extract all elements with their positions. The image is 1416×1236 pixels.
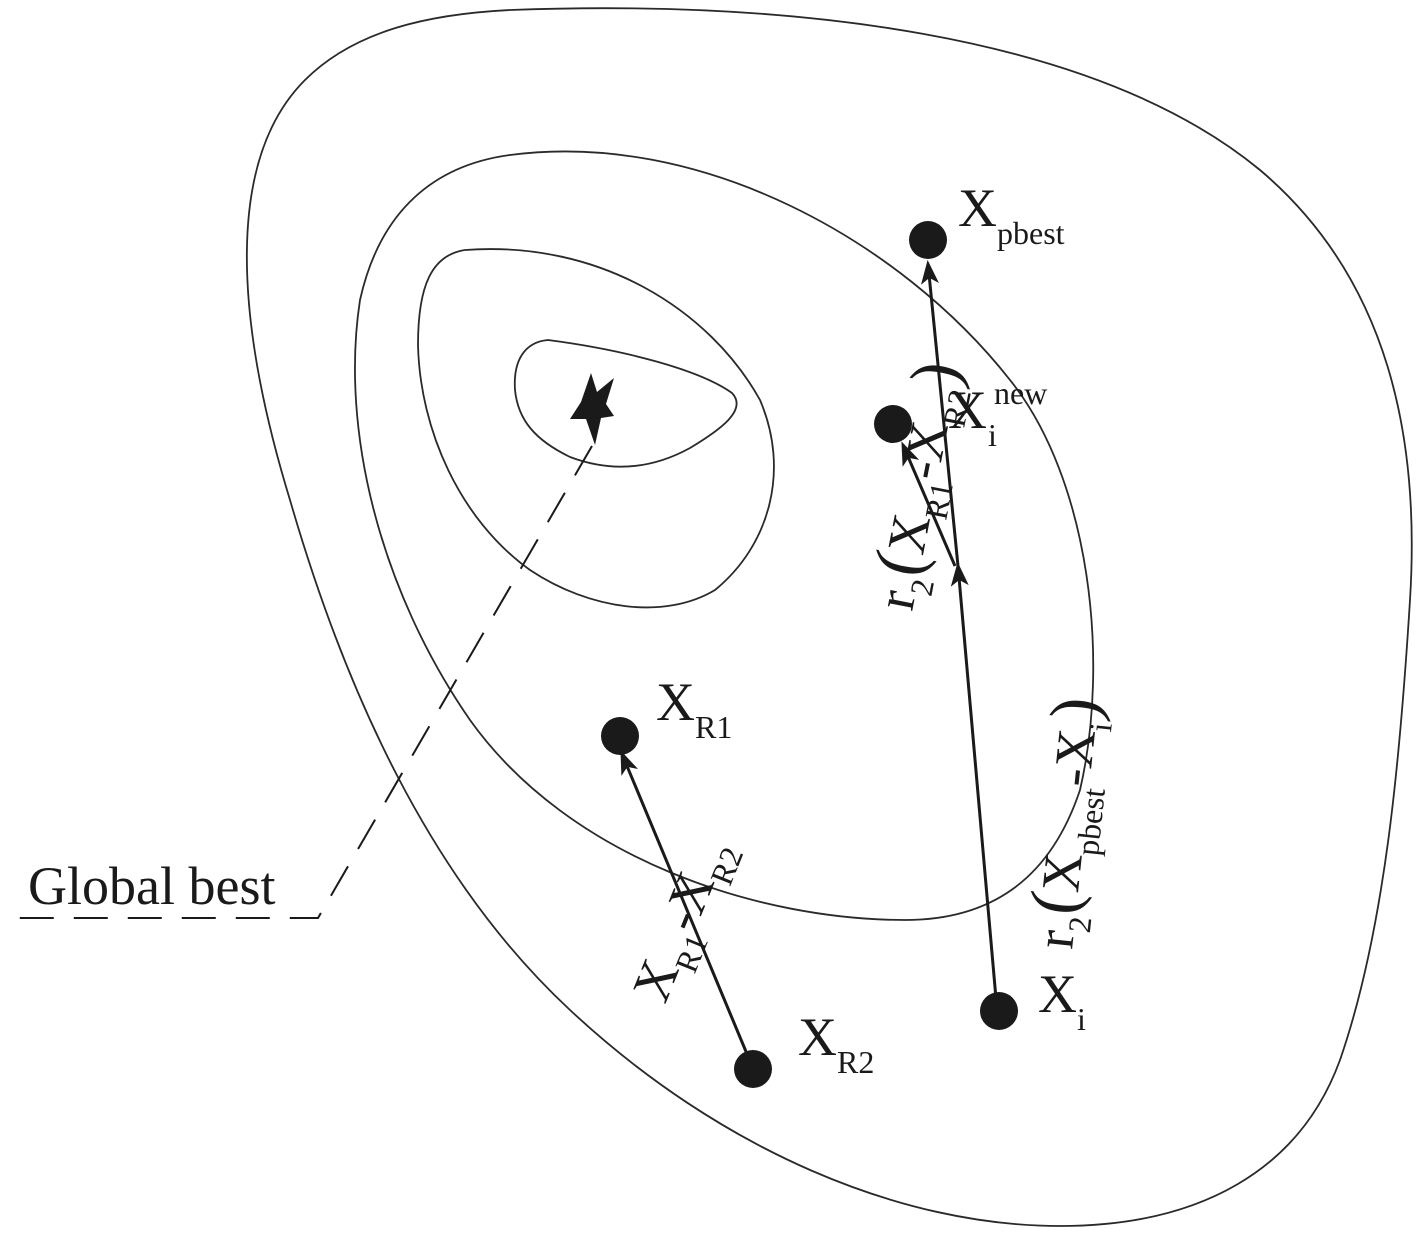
- vector-to-pbest: [921, 260, 960, 567]
- label-xi-new-sup: new: [994, 375, 1047, 411]
- lbl-b-two: 2: [903, 576, 941, 599]
- point-pbest: [909, 221, 947, 259]
- global-best-leader: [0, 445, 593, 919]
- label-xi-new-main: X: [948, 380, 987, 440]
- point-xr1: [601, 717, 639, 755]
- label-xr1: XR1: [656, 672, 732, 745]
- label-xr1-main: X: [656, 672, 695, 732]
- lbl-c-pbest: pbest: [1069, 786, 1112, 857]
- label-xr1-sub: R1: [695, 709, 732, 745]
- point-xr2: [734, 1050, 772, 1088]
- lbl-c-x2: X: [1043, 726, 1107, 771]
- label-r2-diff: r2(XR1-XR2): [852, 355, 982, 616]
- global-best-star-icon: [570, 373, 614, 445]
- label-pbest-main: X: [958, 178, 997, 238]
- contour-inner: [513, 339, 738, 468]
- vector-r1-minus-r2: [620, 750, 754, 1067]
- label-xr2-sub: R2: [837, 1044, 874, 1080]
- contour-second: [417, 248, 775, 609]
- label-xi-sub: i: [1077, 1001, 1086, 1037]
- lbl-c-x1: X: [1030, 850, 1094, 895]
- global-best-label: Global best: [28, 856, 275, 916]
- lbl-b-r2: R2: [935, 386, 977, 430]
- label-xi-main: X: [1038, 964, 1077, 1024]
- lbl-c-i: i: [1082, 721, 1119, 734]
- point-xi-new: [874, 405, 912, 443]
- point-xi: [980, 992, 1018, 1030]
- vector-scaled-diff: [901, 441, 957, 567]
- label-pbest-sub: pbest: [997, 215, 1065, 251]
- lbl-c-close: ): [1035, 693, 1113, 723]
- lbl-c-two: 2: [1061, 915, 1098, 935]
- lbl-b-r1: R1: [917, 479, 959, 523]
- label-xr2: XR2: [798, 1007, 874, 1080]
- label-xi-new-sub: i: [988, 417, 997, 453]
- lbl-b-close: ): [895, 355, 974, 392]
- label-pbest: Xpbest: [958, 178, 1065, 251]
- contour-outer: [245, 7, 1413, 1227]
- label-xr2-main: X: [798, 1007, 837, 1067]
- vector-pbest-minus-xi: [950, 562, 999, 1011]
- label-xi-new: X: [948, 380, 987, 440]
- label-r1-minus-r2: XR1-XR2: [620, 829, 750, 1014]
- label-xi: Xi: [1038, 964, 1086, 1037]
- contour-third: [354, 150, 1095, 921]
